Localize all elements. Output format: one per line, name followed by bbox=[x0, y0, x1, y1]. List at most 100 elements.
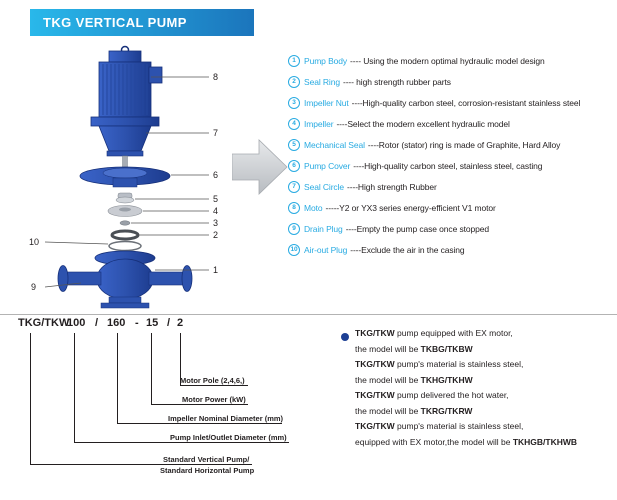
model-code-pole: 2 bbox=[177, 317, 184, 329]
note-text: pump equipped with EX motor, bbox=[394, 328, 513, 338]
note-hot-water: TKG/TKW pump delivered the hot water, th… bbox=[355, 388, 613, 419]
part-item-pump-body: 1 Pump Body ---- Using the modern optima… bbox=[288, 54, 617, 67]
notes-section: TKG/TKW pump equipped with EX motor, the… bbox=[355, 326, 613, 450]
model-code-prefix: TKG/TKW bbox=[18, 317, 70, 329]
impeller-nut bbox=[119, 220, 131, 226]
part-number-badge: 4 bbox=[288, 117, 300, 130]
part-item-mechanical-seal: 5 Mechanical Seal ----Rotor (stator) rin… bbox=[288, 138, 617, 151]
parts-list: 1 Pump Body ---- Using the modern optima… bbox=[288, 54, 617, 266]
part-number-badge: 8 bbox=[288, 201, 300, 214]
part-name: Drain Plug bbox=[304, 223, 343, 234]
part-description: ----High-quality carbon steel, corrosion… bbox=[351, 97, 581, 108]
connector-line bbox=[74, 442, 289, 443]
label-inlet-outlet: Pump Inlet/Outlet Diameter (mm) bbox=[170, 433, 287, 442]
part-name: Pump Body bbox=[304, 55, 348, 66]
callout-1: 1 bbox=[213, 265, 218, 275]
callout-3: 3 bbox=[213, 218, 218, 228]
part-number-badge: 7 bbox=[288, 180, 300, 193]
part-name: Impeller Nut bbox=[304, 97, 349, 108]
part-description: ----High strength Rubber bbox=[347, 181, 437, 192]
connector-line bbox=[117, 423, 282, 424]
pump-body bbox=[57, 250, 193, 309]
note-line: TKG/TKW pump's material is stainless ste… bbox=[355, 357, 613, 373]
note-ex-motor: TKG/TKW pump equipped with EX motor, the… bbox=[355, 326, 613, 357]
connector-line bbox=[74, 333, 75, 442]
part-name: Moto bbox=[304, 202, 323, 213]
note-line: TKG/TKW pump delivered the hot water, bbox=[355, 388, 613, 404]
note-text: pump delivered the hot water, bbox=[394, 390, 509, 400]
model-code-inlet: 100 bbox=[67, 317, 86, 329]
callout-10: 10 bbox=[29, 237, 39, 247]
callout-7: 7 bbox=[213, 128, 218, 138]
part-description: ----Exclude the air in the casing bbox=[350, 244, 465, 255]
callout-4: 4 bbox=[213, 206, 218, 216]
part-description: ---- Using the modern optimal hydraulic … bbox=[350, 55, 545, 66]
part-number-badge: 2 bbox=[288, 75, 300, 88]
callout-lines bbox=[44, 76, 209, 288]
callout-8: 8 bbox=[213, 72, 218, 82]
label-motor-power: Motor Power (kW) bbox=[182, 395, 246, 404]
note-stainless-ex: TKG/TKW pump's material is stainless ste… bbox=[355, 419, 613, 450]
transition-arrow-icon bbox=[232, 139, 288, 195]
note-text: pump's material is stainless steel, bbox=[394, 421, 524, 431]
part-item-motor: 8 Moto -----Y2 or YX3 series energy-effi… bbox=[288, 201, 617, 214]
note-model-code: TKG/TKW bbox=[355, 359, 395, 369]
part-name: Air-out Plug bbox=[304, 244, 348, 255]
note-model-code: TKRG/TKRW bbox=[420, 405, 473, 416]
connector-line bbox=[30, 333, 31, 464]
label-standard-horizontal: Standard Horizontal Pump bbox=[160, 466, 255, 475]
note-model-code: TKG/TKW bbox=[355, 421, 395, 431]
connector-line bbox=[180, 385, 248, 386]
part-number-badge: 9 bbox=[288, 222, 300, 235]
note-model-code: TKG/TKW bbox=[355, 328, 395, 338]
connector-line bbox=[151, 404, 248, 405]
note-line: TKG/TKW pump equipped with EX motor, bbox=[355, 326, 613, 342]
page-title: TKG VERTICAL PUMP bbox=[43, 15, 187, 30]
model-code-diameter: 160 bbox=[107, 317, 126, 329]
part-description: ----Empty the pump case once stopped bbox=[345, 223, 490, 234]
callout-5: 5 bbox=[213, 194, 218, 204]
part-number-badge: 10 bbox=[288, 243, 300, 256]
part-name: Seal Ring bbox=[304, 76, 340, 87]
part-item-drain-plug: 9 Drain Plug ----Empty the pump case onc… bbox=[288, 222, 617, 235]
seal-circle bbox=[108, 240, 142, 252]
motor-bracket bbox=[98, 125, 152, 157]
part-description: ----Select the modern excellent hydrauli… bbox=[336, 118, 510, 129]
note-model-code: TKHG/TKHW bbox=[420, 374, 473, 385]
callout-9: 9 bbox=[31, 282, 36, 292]
part-item-impeller: 4 Impeller ----Select the modern excelle… bbox=[288, 117, 617, 130]
section-divider bbox=[0, 314, 617, 315]
mechanical-seal bbox=[115, 192, 135, 204]
part-item-impeller-nut: 3 Impeller Nut ----High-quality carbon s… bbox=[288, 96, 617, 109]
note-text: the model will be bbox=[355, 405, 421, 416]
note-line: the model will be TKHG/TKHW bbox=[355, 373, 613, 389]
part-number-badge: 6 bbox=[288, 159, 300, 172]
connector-line bbox=[151, 333, 152, 404]
note-model-code: TKBG/TKBW bbox=[420, 343, 473, 354]
pump-exploded-diagram: 8 7 6 5 4 3 2 10 1 9 bbox=[29, 45, 218, 309]
part-name: Mechanical Seal bbox=[304, 139, 365, 150]
note-line: the model will be TKBG/TKBW bbox=[355, 342, 613, 358]
part-item-air-out-plug: 10 Air-out Plug ----Exclude the air in t… bbox=[288, 243, 617, 256]
part-description: ----High-quality carbon steel, stainless… bbox=[353, 160, 543, 171]
label-motor-pole: Motor Pole (2,4,6,) bbox=[180, 376, 245, 385]
connector-line bbox=[117, 333, 118, 423]
note-line: TKG/TKW pump's material is stainless ste… bbox=[355, 419, 613, 435]
note-line: the model will be TKRG/TKRW bbox=[355, 404, 613, 420]
part-item-seal-ring: 2 Seal Ring ---- high strength rubber pa… bbox=[288, 75, 617, 88]
label-standard-vertical: Standard Vertical Pump/ bbox=[163, 455, 250, 464]
part-description: ---- high strength rubber parts bbox=[342, 76, 451, 87]
note-text: pump's material is stainless steel, bbox=[394, 359, 524, 369]
part-item-pump-cover: 6 Pump Cover ----High-quality carbon ste… bbox=[288, 159, 617, 172]
model-code-power: 15 bbox=[146, 317, 159, 329]
callout-numbers: 8 7 6 5 4 3 2 10 1 9 bbox=[29, 72, 218, 292]
note-stainless: TKG/TKW pump's material is stainless ste… bbox=[355, 357, 613, 388]
model-code-dash: - bbox=[135, 317, 139, 329]
note-text: the model will be bbox=[355, 374, 421, 385]
label-impeller-diameter: Impeller Nominal Diameter (mm) bbox=[168, 414, 284, 423]
note-model-code: TKHGB/TKHWB bbox=[512, 436, 578, 447]
part-number-badge: 3 bbox=[288, 96, 300, 109]
impeller bbox=[107, 205, 143, 217]
connector-line bbox=[30, 464, 252, 465]
